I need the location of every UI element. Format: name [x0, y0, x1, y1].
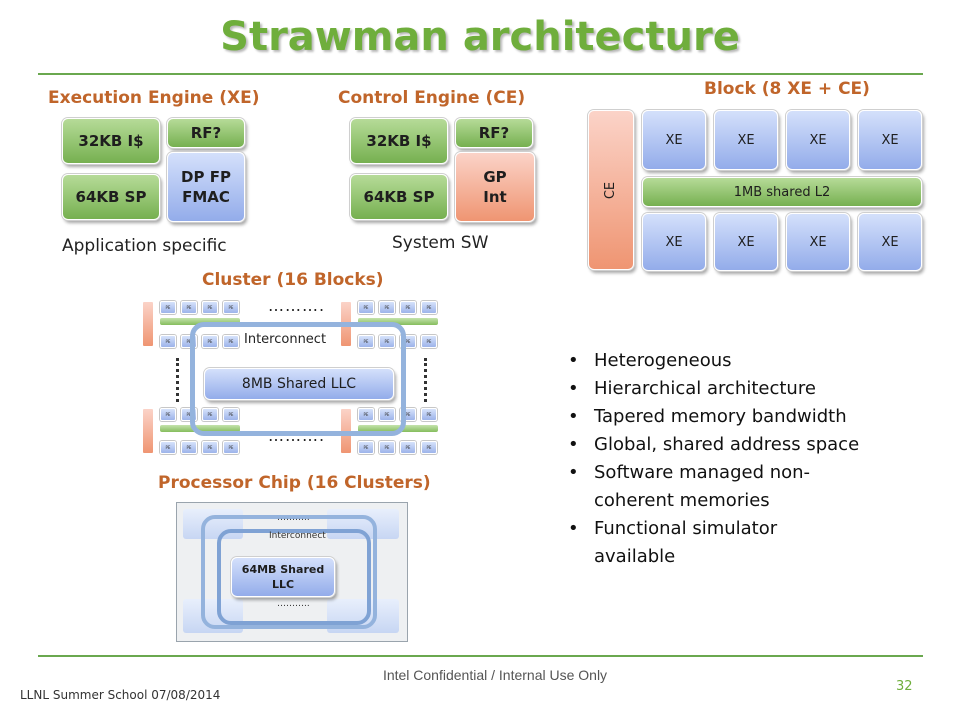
cluster-block-xe: PE [358, 301, 374, 314]
page-number: 32 [896, 679, 913, 694]
cluster-block-xe: PE [358, 335, 374, 348]
xe-rf-box: RF? [167, 118, 245, 148]
block-xe-box: XE [642, 110, 706, 170]
title-divider [38, 73, 923, 75]
cluster-block-xe: PE [160, 408, 176, 421]
ce-rf-box: RF? [455, 118, 533, 148]
xe-fpu-box: DP FP FMAC [167, 152, 245, 222]
cluster-block-xe: PE [223, 335, 239, 348]
feature-item: Hierarchical architecture [562, 375, 862, 403]
cluster-block-xe: PE [160, 301, 176, 314]
cluster-block-xe: PE [223, 301, 239, 314]
ce-int-line1: GP [483, 168, 507, 186]
footer-event: LLNL Summer School 07/08/2014 [20, 688, 221, 702]
block-ce-label: CE [603, 181, 619, 199]
feature-item: Software managed non-coherent memories [562, 459, 862, 515]
ce-icache-box: 32KB I$ [350, 118, 448, 164]
cluster-vdots-right [424, 358, 431, 402]
cluster-block-xe: PE [358, 408, 374, 421]
cluster-block-xe: PE [379, 408, 395, 421]
feature-list: Heterogeneous Hierarchical architecture … [562, 347, 862, 571]
chip-dots-bottom: ……….. [277, 599, 310, 609]
cluster-block-l2 [358, 318, 438, 325]
ce-caption: System SW [392, 233, 489, 253]
chip-dots-top: ……….. [277, 513, 310, 523]
feature-item: Tapered memory bandwidth [562, 403, 862, 431]
cluster-block-xe: PE [160, 441, 176, 454]
block-xe-box: XE [858, 213, 922, 271]
xe-caption: Application specific [62, 236, 227, 256]
block-xe-box: XE [786, 110, 850, 170]
feature-item: Heterogeneous [562, 347, 862, 375]
cluster-block-xe: PE [202, 335, 218, 348]
confidential-notice: Intel Confidential / Internal Use Only [382, 667, 608, 683]
cluster-block-ce [142, 301, 154, 347]
cluster-block-xe: PE [379, 335, 395, 348]
cluster-block-xe: PE [421, 301, 437, 314]
footer-divider [38, 655, 923, 657]
block-ce-box: CE [588, 110, 634, 270]
cluster-llc-box: 8MB Shared LLC [204, 368, 394, 400]
cluster-block-xe: PE [202, 441, 218, 454]
chip-outer-ring [201, 515, 377, 629]
block-xe-box: XE [714, 213, 778, 271]
cluster-block-xe: PE [421, 335, 437, 348]
cluster-block-xe: PE [223, 408, 239, 421]
cluster-diagram: PE PE PE PE PE PE PE PE PE PE PE PE PE P… [138, 296, 454, 458]
xe-fpu-line1: DP FP [181, 168, 231, 186]
chip-interconnect-label: Interconnect [269, 531, 326, 541]
chip-llc-box: 64MB Shared LLC [231, 557, 335, 597]
chip-heading: Processor Chip (16 Clusters) [158, 473, 431, 493]
cluster-block-xe: PE [202, 408, 218, 421]
chip-interconnect-ring [217, 529, 371, 625]
cluster-interconnect-ring [190, 322, 406, 436]
chip-diagram: Interconnect ……….. ……….. 64MB Shared LLC [176, 502, 408, 642]
cluster-block-ce [142, 408, 154, 454]
cluster-block-xe: PE [379, 301, 395, 314]
ce-sp-box: 64KB SP [350, 174, 448, 220]
feature-item: Functional simulator available [562, 515, 862, 571]
ce-int-box: GP Int [455, 152, 535, 222]
cluster-block-l2 [160, 318, 240, 325]
cluster-vdots-left [176, 358, 183, 402]
chip-llc-line2: LLC [271, 578, 295, 591]
ce-heading: Control Engine (CE) [338, 88, 526, 108]
xe-fpu-line2: FMAC [182, 188, 230, 206]
block-l2-box: 1MB shared L2 [642, 177, 922, 207]
cluster-block-xe: PE [400, 301, 416, 314]
cluster-block-xe: PE [181, 301, 197, 314]
cluster-block-xe: PE [421, 408, 437, 421]
feature-item: Global, shared address space [562, 431, 862, 459]
xe-icache-box: 32KB I$ [62, 118, 160, 164]
cluster-interconnect-label: Interconnect [244, 332, 327, 347]
block-xe-box: XE [714, 110, 778, 170]
cluster-block-xe: PE [421, 441, 437, 454]
block-xe-box: XE [642, 213, 706, 271]
cluster-block-xe: PE [181, 441, 197, 454]
block-xe-box: XE [786, 213, 850, 271]
cluster-dots-top: ………. [268, 296, 326, 315]
xe-sp-box: 64KB SP [62, 174, 160, 220]
cluster-block-xe: PE [379, 441, 395, 454]
cluster-heading: Cluster (16 Blocks) [202, 270, 384, 290]
xe-heading: Execution Engine (XE) [48, 88, 260, 108]
block-xe-box: XE [858, 110, 922, 170]
cluster-block-xe: PE [358, 441, 374, 454]
cluster-block-xe: PE [202, 301, 218, 314]
ce-int-line2: Int [483, 188, 507, 206]
cluster-block-xe: PE [400, 441, 416, 454]
cluster-block-xe: PE [223, 441, 239, 454]
chip-llc-line1: 64MB Shared [241, 563, 325, 576]
block-heading: Block (8 XE + CE) [704, 79, 870, 99]
cluster-dots-bottom: ………. [268, 426, 326, 445]
cluster-block-xe: PE [160, 335, 176, 348]
slide-title: Strawman architecture [220, 14, 740, 60]
